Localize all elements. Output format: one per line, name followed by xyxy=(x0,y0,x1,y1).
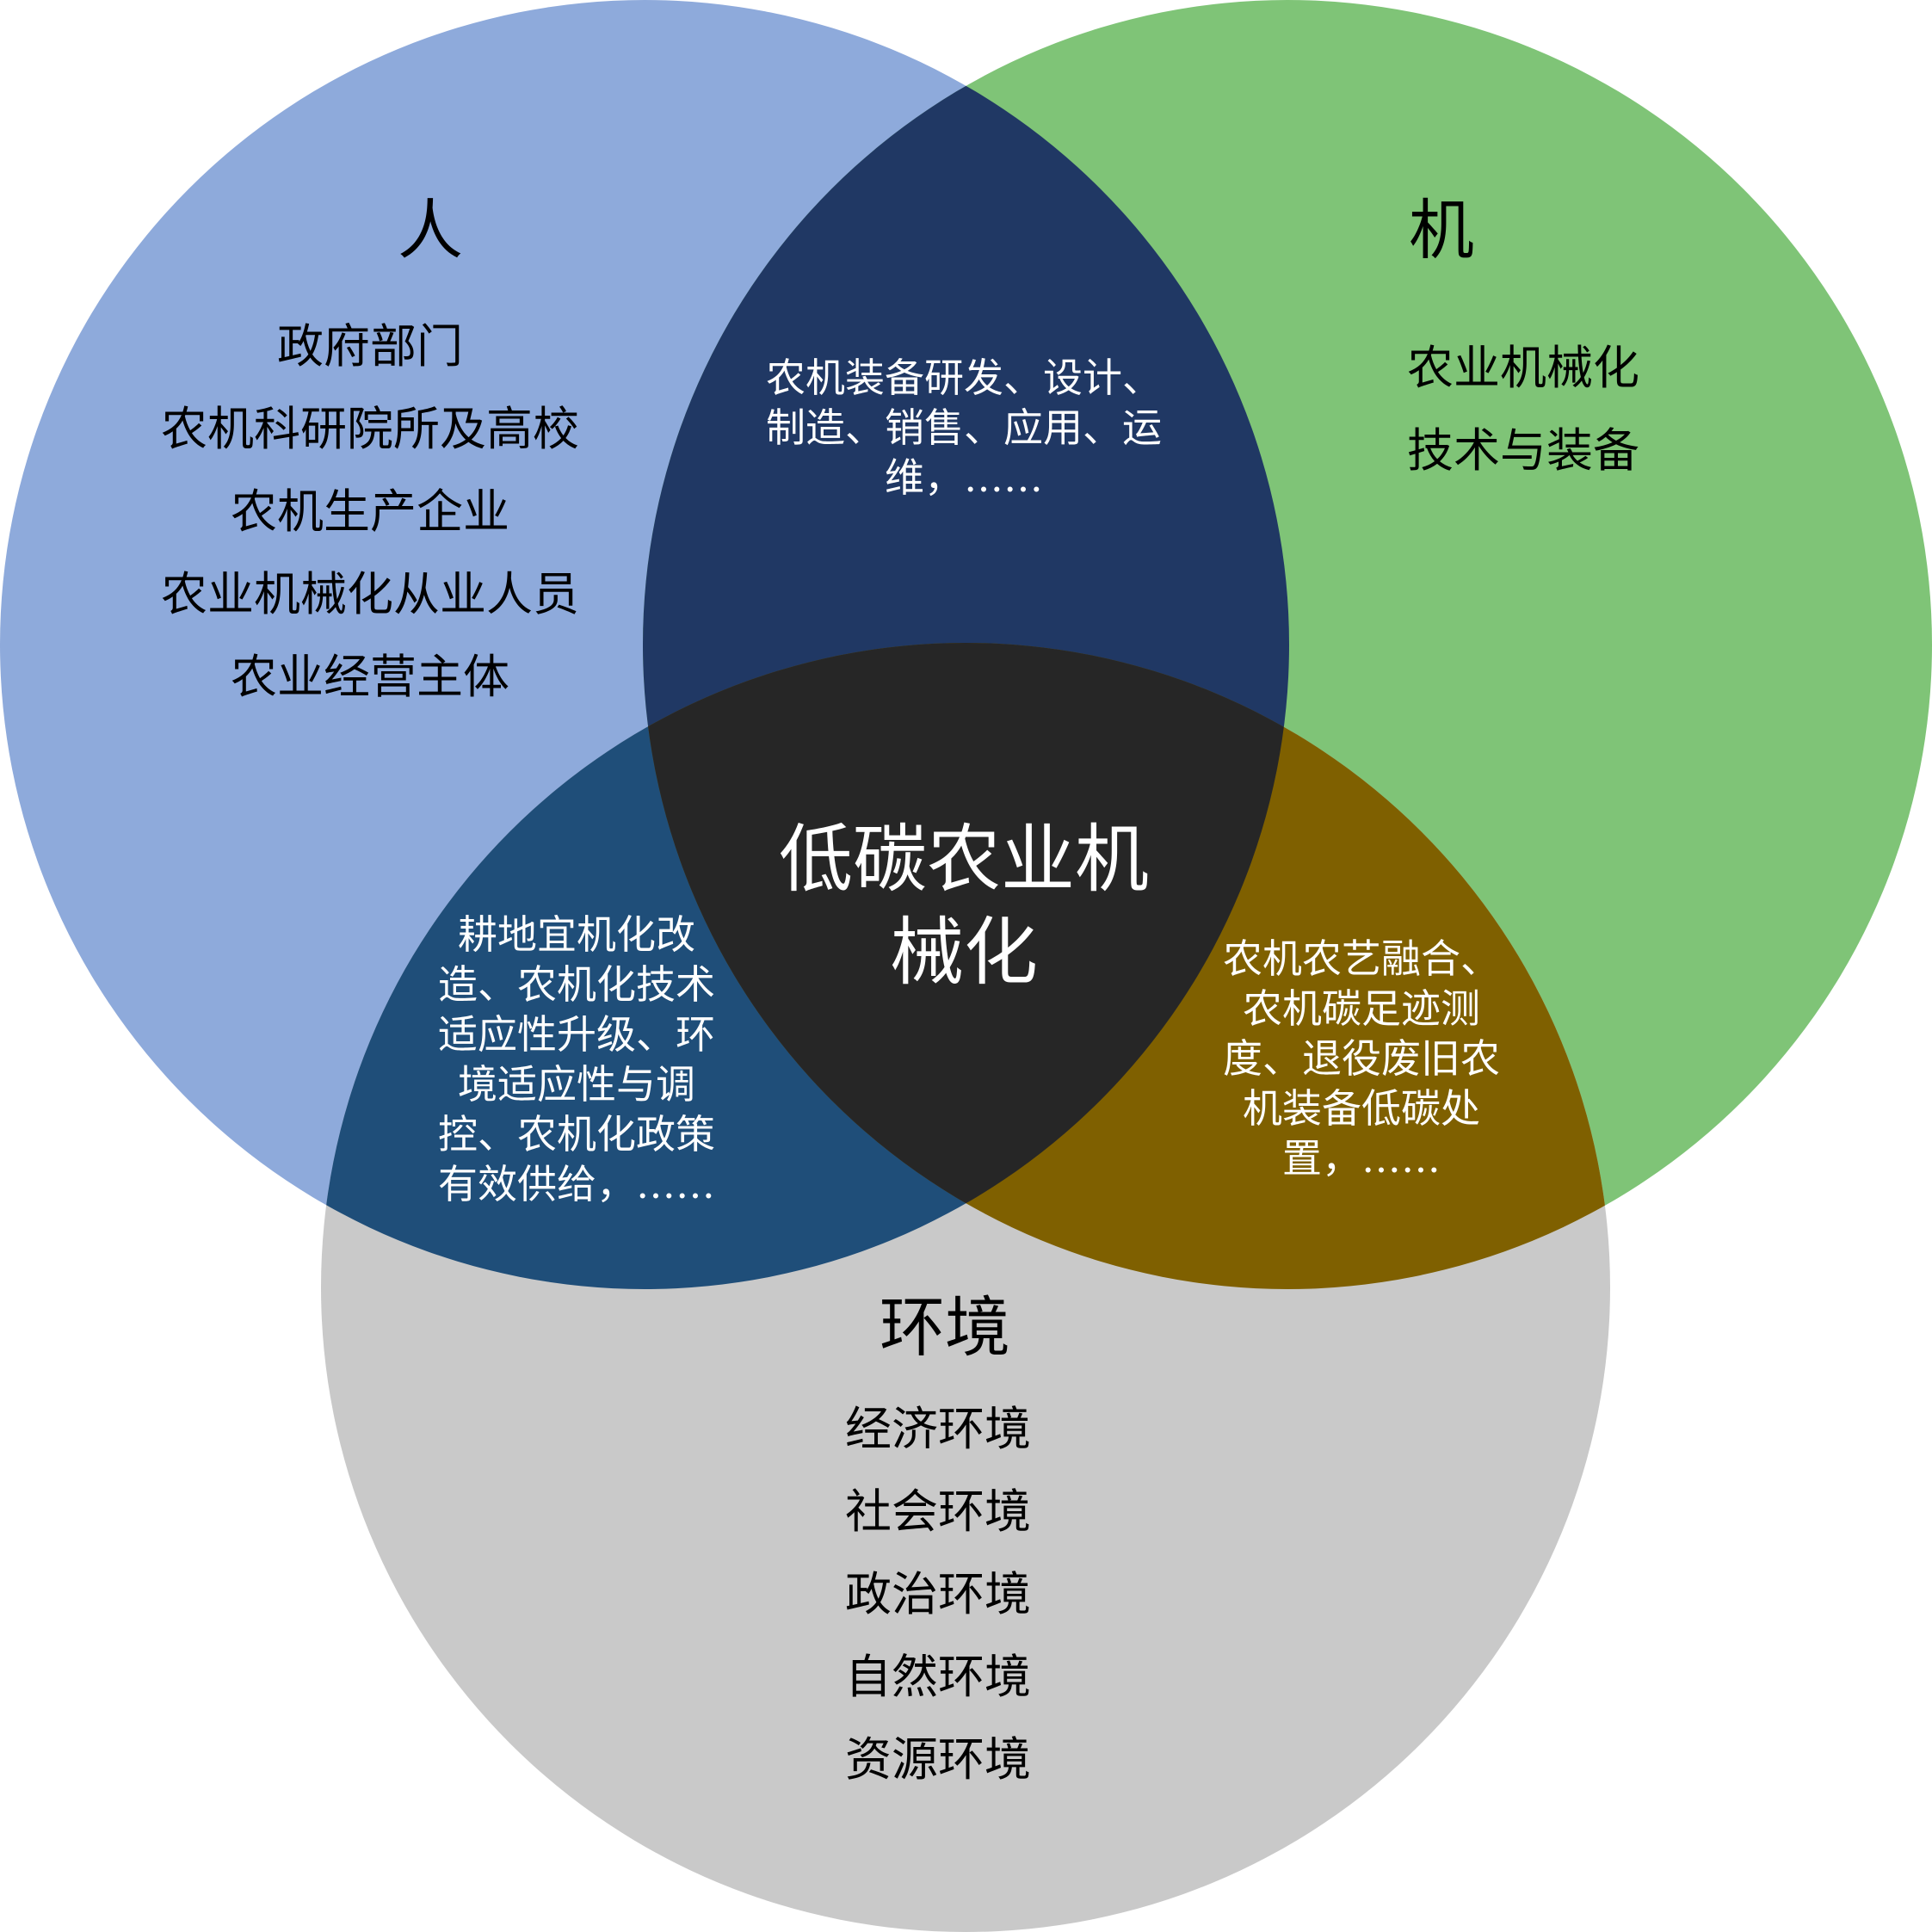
overlap-line: 控、农机化政策 xyxy=(438,1111,715,1157)
environment-item: 政治环境 xyxy=(845,1567,1031,1621)
overlap-line: 机装备低碳处 xyxy=(1243,1085,1480,1132)
overlap-line: 耕地宜机化改 xyxy=(458,911,695,958)
environment-set-title: 环境 xyxy=(880,1289,1010,1366)
people-set-items: 政府部门 农机科研院所及高校 农机生产企业 农业机械化从业人员 农业经营主体 xyxy=(69,306,671,719)
overlap-line: 维，…… xyxy=(885,454,1043,501)
center-line: 械化 xyxy=(890,910,1038,996)
people-item: 农业机械化从业人员 xyxy=(161,567,579,621)
environment-item: 经济环境 xyxy=(845,1402,1031,1456)
overlap-people-environment-text: 耕地宜机化改 造、农机化技术 适应性升级、环 境适应性与调 控、农机化政策 有效… xyxy=(404,910,749,1209)
overlap-line: 适应性升级、环 xyxy=(438,1011,715,1058)
overlap-line: 造、农机化技术 xyxy=(438,961,715,1008)
center-line: 低碳农业机 xyxy=(779,817,1149,903)
overlap-line: 农机装备研发、设计、 xyxy=(766,355,1162,401)
machine-set-title: 机 xyxy=(1409,192,1474,269)
overlap-line: 度、退役废旧农 xyxy=(1223,1035,1500,1082)
overlap-line: 农机农艺融合、 xyxy=(1223,935,1500,982)
people-item: 农业经营主体 xyxy=(231,650,509,704)
machine-item: 农业机械化 xyxy=(1407,341,1639,395)
machine-item: 技术与装备 xyxy=(1407,423,1639,478)
overlap-people-machine-text: 农机装备研发、设计、 制造、销售、应用、运 维，…… xyxy=(723,353,1205,503)
environment-item: 资源环境 xyxy=(845,1732,1031,1787)
people-set-title: 人 xyxy=(398,192,463,269)
overlap-line: 制造、销售、应用、运 xyxy=(766,404,1162,451)
overlap-line: 有效供给，…… xyxy=(438,1161,715,1207)
center-label: 低碳农业机 械化 xyxy=(749,813,1179,999)
environment-set-items: 经济环境 社会环境 政治环境 自然环境 资源环境 xyxy=(723,1388,1153,1801)
overlap-machine-environment-text: 农机农艺融合、 农机碳足迹测 度、退役废旧农 机装备低碳处 置，…… xyxy=(1189,934,1534,1183)
machine-set-items: 农业机械化 技术与装备 xyxy=(1308,327,1738,492)
overlap-line: 置，…… xyxy=(1282,1135,1441,1182)
environment-item: 自然环境 xyxy=(845,1650,1031,1704)
people-item: 农机科研院所及高校 xyxy=(161,402,579,456)
overlap-line: 境适应性与调 xyxy=(458,1061,695,1108)
people-item: 政府部门 xyxy=(277,319,463,373)
environment-item: 社会环境 xyxy=(845,1484,1031,1539)
overlap-line: 农机碳足迹测 xyxy=(1243,985,1480,1032)
people-item: 农机生产企业 xyxy=(231,485,509,539)
